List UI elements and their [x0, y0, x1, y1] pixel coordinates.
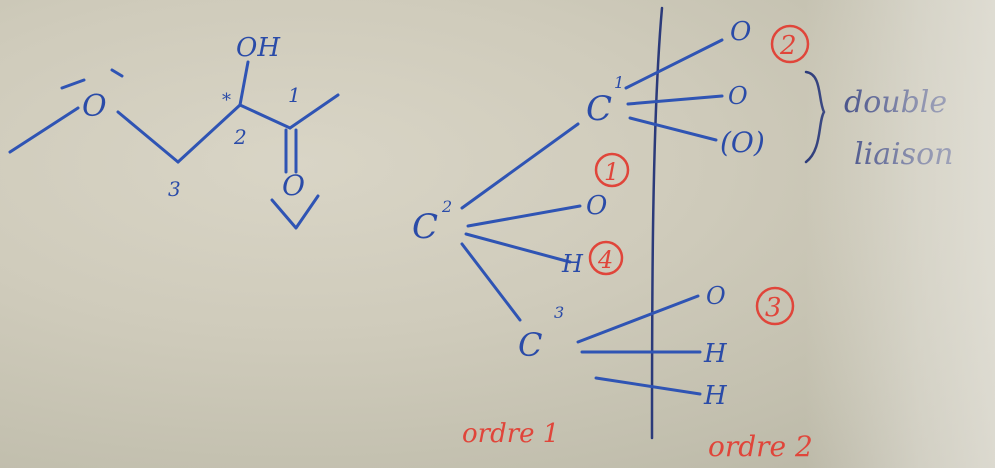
c3-sub-h2: H — [703, 381, 728, 411]
bond-c3-o — [576, 294, 700, 344]
bond-c2-to-c1 — [460, 122, 580, 210]
bond-c2-oh — [238, 60, 250, 107]
bond-c2-to-o — [466, 204, 582, 228]
skeletal-molecule: O OH * O 1 2 3 — [8, 33, 340, 230]
center-rank-4: 4 — [597, 246, 613, 274]
center-sub-h: H — [561, 250, 584, 278]
bond-methyl-o — [8, 106, 80, 154]
center-sub-o: O — [586, 191, 607, 221]
note-double: double — [844, 85, 947, 120]
c3-index: 3 — [554, 303, 564, 322]
c1-carbon: C — [586, 89, 612, 129]
c3-sub-h1: H — [703, 339, 728, 369]
carbon-number-2: 2 — [233, 125, 247, 149]
c3-sub-o: O — [706, 282, 726, 310]
c3-carbon: C — [518, 326, 542, 364]
c1-sub-o2: O — [728, 82, 748, 110]
carbonyl-oxygen: O — [282, 169, 305, 202]
c1-sub-o3: (O) — [720, 126, 765, 159]
c1-sub-o1: O — [730, 17, 751, 47]
bond-c1-o2 — [626, 94, 724, 106]
c1-rank: 2 — [779, 31, 797, 61]
bond-c3-c2 — [176, 103, 242, 164]
center-rank-1-circle — [594, 152, 630, 188]
bond-c2-to-c3 — [460, 242, 522, 322]
double-bond-brace — [804, 70, 826, 164]
c1-rank-circle — [770, 24, 810, 64]
lone-pair-arrow — [270, 194, 320, 230]
bond-o-c3 — [116, 110, 180, 164]
center-rank-1: 1 — [604, 158, 619, 186]
carbon-number-3: 3 — [168, 177, 181, 201]
carbon-number-1: 1 — [288, 83, 301, 107]
bond-c2-c1 — [238, 103, 292, 130]
lone-pair-dash — [60, 68, 124, 90]
center-carbon: C — [412, 207, 438, 247]
c3-rank-circle — [755, 286, 795, 326]
bond-c3-h2 — [594, 376, 702, 396]
c3-rank: 3 — [765, 293, 782, 323]
bond-c1-o1 — [624, 38, 724, 90]
note-liaison: liaison — [854, 137, 953, 172]
bond-c1-o3 — [628, 116, 718, 142]
order-2-label: ordre 2 — [708, 430, 813, 463]
bond-c2-to-h — [464, 232, 572, 264]
priority-tree: C 2 C 1 O O (O) 2 double liaison O H 1 4… — [412, 6, 953, 463]
bond-c1-methyl — [288, 93, 340, 130]
order-1-label: ordre 1 — [462, 419, 559, 449]
stereocenter-star: * — [222, 90, 231, 111]
order-divider-line — [650, 6, 664, 440]
c1-index: 1 — [614, 73, 624, 92]
hydroxyl-label: OH — [236, 33, 281, 63]
center-rank-4-circle — [588, 240, 624, 276]
center-carbon-index: 2 — [441, 197, 452, 216]
ether-oxygen: O — [82, 89, 107, 124]
